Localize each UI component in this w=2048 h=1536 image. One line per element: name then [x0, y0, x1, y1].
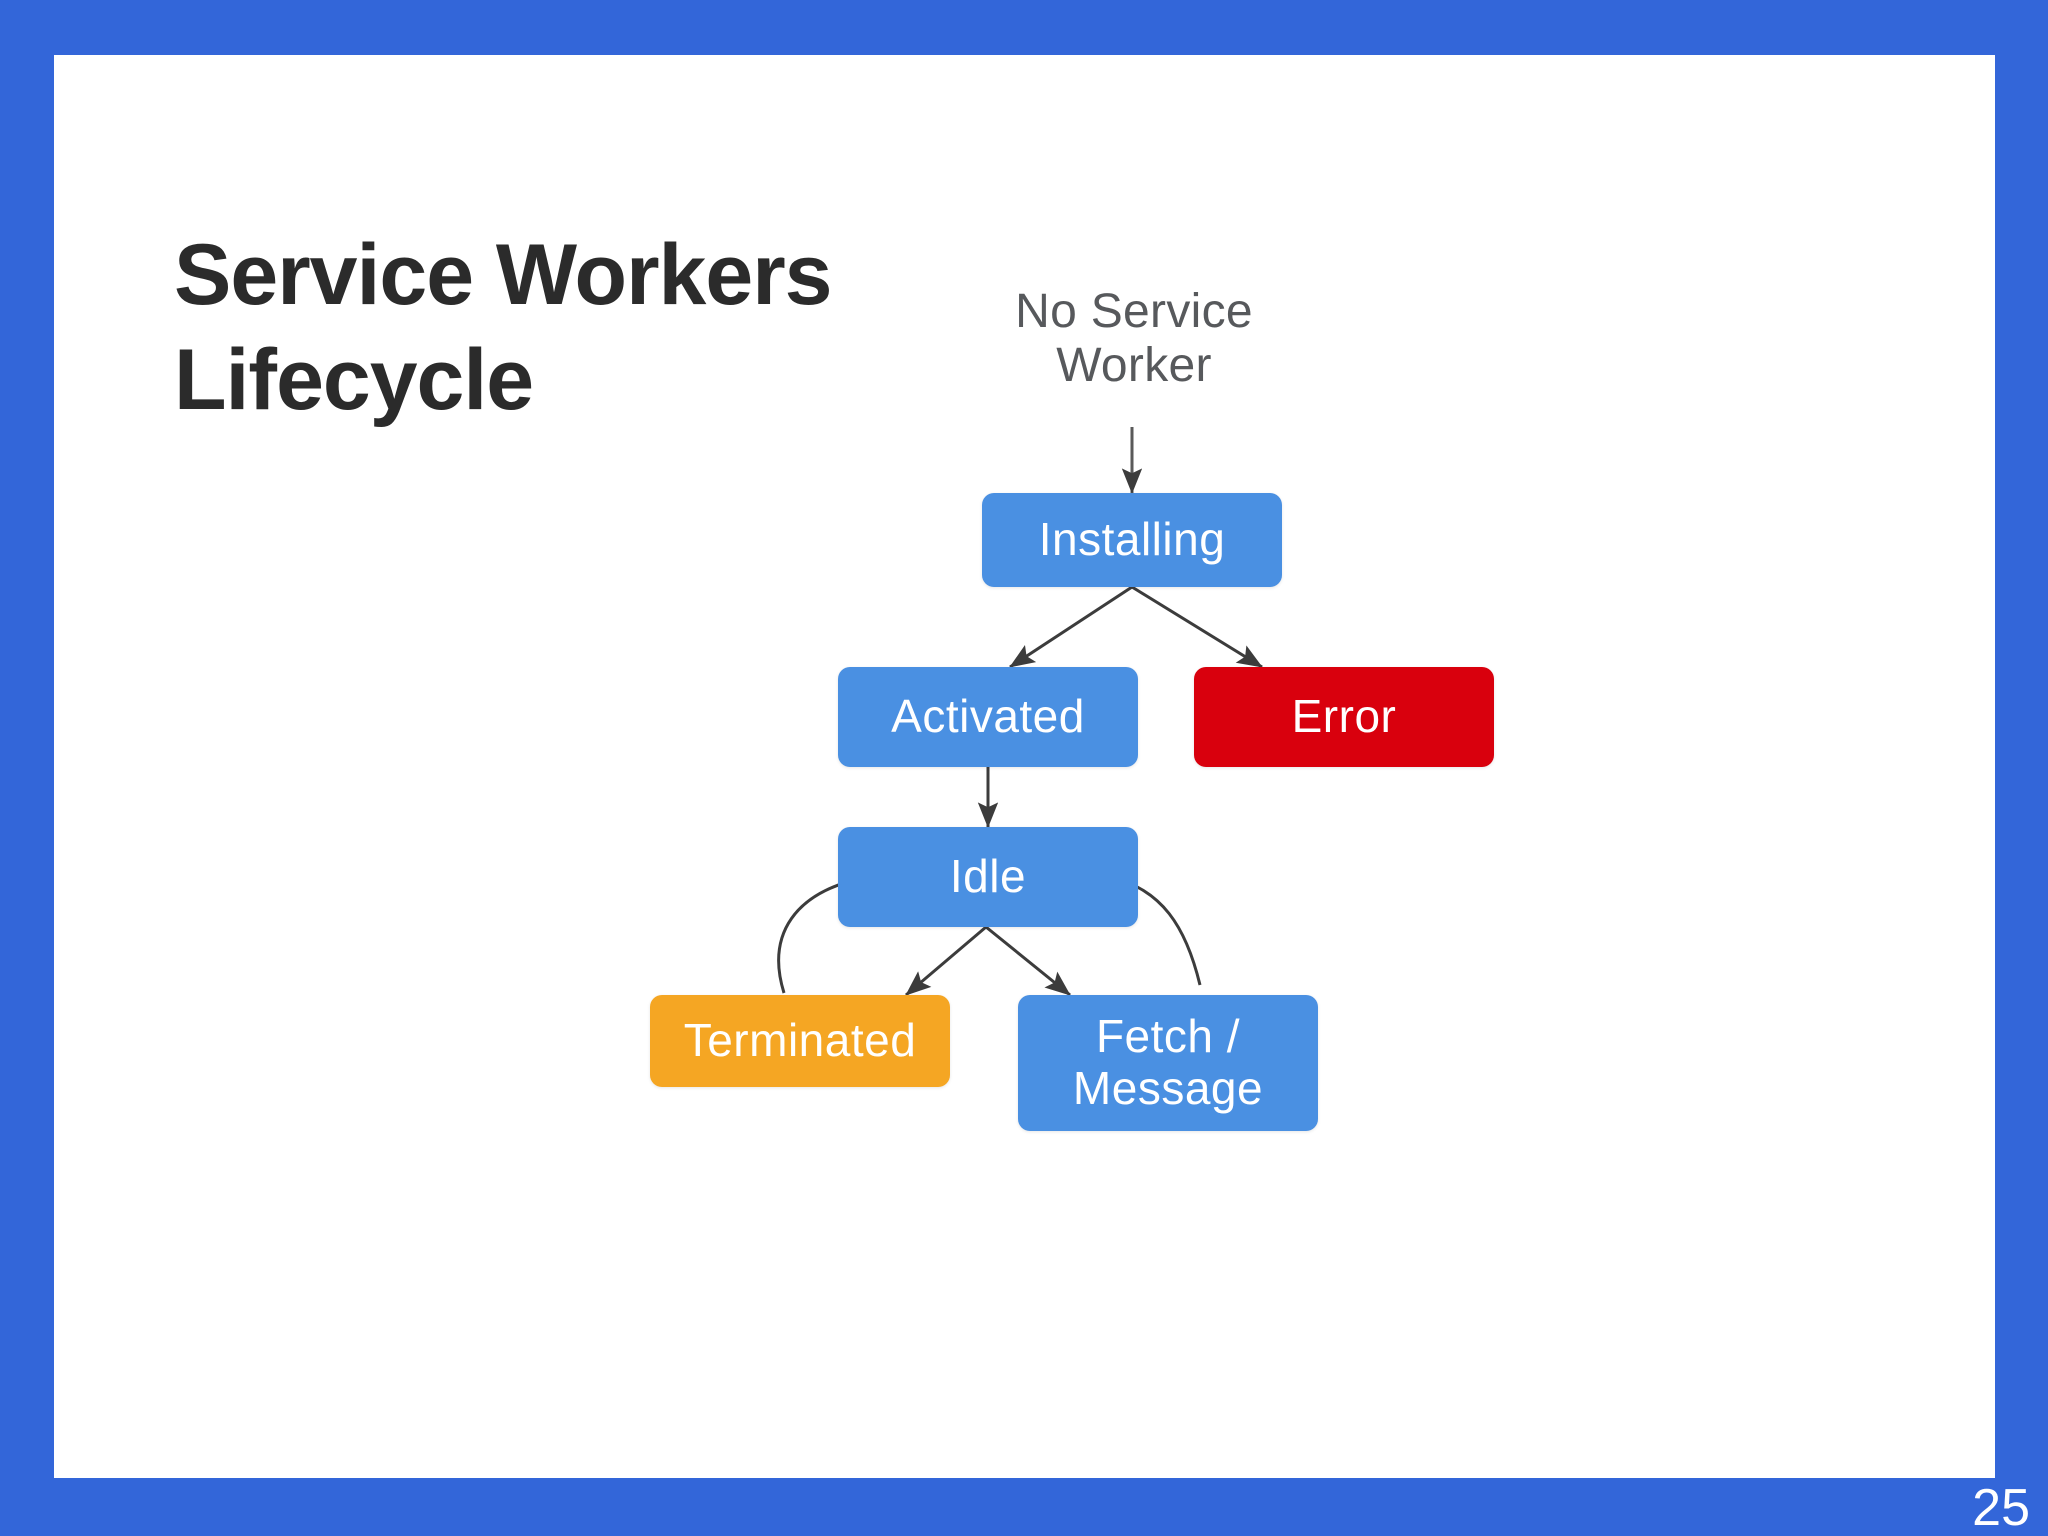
- diagram-node-fetch-message[interactable]: Fetch / Message: [1018, 995, 1318, 1131]
- diagram-node-activated[interactable]: Activated: [838, 667, 1138, 767]
- diagram-node-no-service-worker: No Service Worker: [1015, 285, 1253, 392]
- edge-idle-fetchmessage: [985, 925, 1071, 997]
- edge-idle-terminated: [905, 925, 987, 997]
- edge-installing-activated: [1009, 585, 1133, 669]
- diagram-node-installing[interactable]: Installing: [982, 493, 1282, 587]
- diagram-node-error[interactable]: Error: [1194, 667, 1494, 767]
- slide-canvas: Service Workers Lifecycle: [54, 55, 1995, 1478]
- edge-installing-error: [1131, 585, 1263, 669]
- diagram-node-terminated[interactable]: Terminated: [650, 995, 950, 1087]
- service-worker-lifecycle-diagram: No Service Worker Installing Activated E…: [650, 255, 2048, 1455]
- page-title: Service Workers Lifecycle: [174, 227, 833, 428]
- page-number: 25: [1972, 1479, 2030, 1536]
- diagram-node-idle[interactable]: Idle: [838, 827, 1138, 927]
